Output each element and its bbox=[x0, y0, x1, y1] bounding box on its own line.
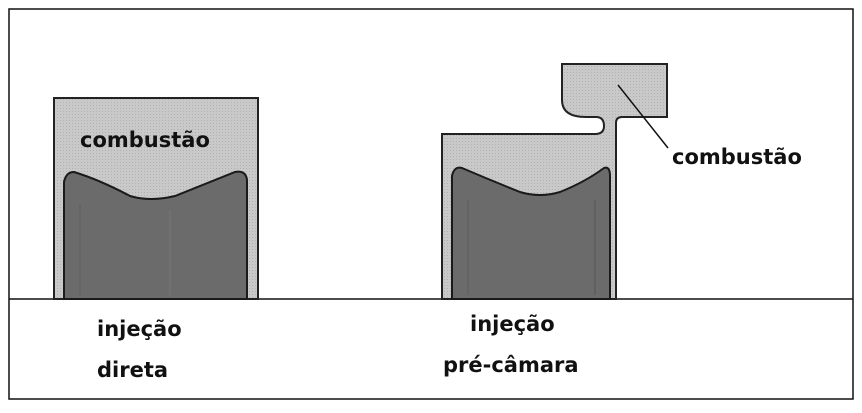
direct-caption-line1: injeção bbox=[97, 317, 182, 341]
direct-piston-liquid bbox=[63, 170, 248, 300]
prechamber-injection-chamber bbox=[441, 63, 669, 300]
direct-combustion-label: combustão bbox=[80, 128, 210, 152]
prechamber-piston-liquid bbox=[451, 166, 611, 300]
prechamber-combustion-label: combustão bbox=[672, 145, 802, 169]
callout-leader-line bbox=[617, 84, 669, 149]
prechamber-caption-line1: injeção bbox=[470, 312, 555, 336]
prechamber-caption-line2: pré-câmara bbox=[443, 353, 579, 377]
figure-frame bbox=[8, 8, 854, 400]
direct-injection-chamber bbox=[53, 97, 259, 300]
direct-caption-line2: direta bbox=[97, 358, 169, 382]
